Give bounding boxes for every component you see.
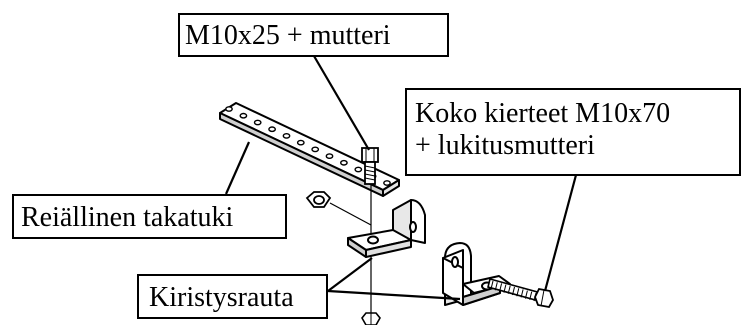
rail-hole: [253, 119, 262, 126]
leader-bolt: [313, 55, 370, 151]
clamp-bracket-1: [347, 199, 426, 258]
leader-clamp-2: [327, 289, 461, 301]
rail-hole: [311, 146, 320, 153]
bolt-thread: [503, 284, 507, 293]
label-clamp-bracket: Kiristysrauta: [137, 274, 328, 319]
bolt-thread: [490, 280, 494, 290]
label-rail-text: Reiällinen takatuki: [21, 202, 234, 233]
label-bolt-m10x25: M10x25 + mutteri: [178, 13, 449, 57]
bolt-thread: [516, 288, 520, 297]
clamp-bracket-2: [442, 242, 511, 306]
bolt-thread: [529, 291, 533, 300]
bolt-thread: [524, 290, 528, 299]
nut-axis-line: [329, 202, 372, 226]
rail-hole: [339, 159, 348, 166]
bottom-nut: [361, 312, 381, 325]
rail-hole: [239, 112, 248, 119]
rail-hole: [268, 126, 276, 133]
rail-hole: [383, 180, 391, 186]
rail-hole: [325, 153, 334, 160]
leader-threaded: [543, 174, 578, 292]
threaded-bolt-m10x70: [487, 278, 554, 308]
bolt-thread: [499, 283, 503, 292]
bolt-thread: [507, 285, 511, 294]
label-clamp-text: Kiristysrauta: [149, 282, 294, 313]
label-threaded-line-1: Koko kierteet M10x70: [415, 98, 671, 129]
rail-hole: [282, 132, 291, 139]
hex-nut: [305, 191, 332, 208]
leader-clamp-1: [327, 257, 373, 292]
bolt-thread: [494, 282, 498, 291]
leader-rail: [224, 141, 251, 195]
leader-lines: [224, 55, 578, 301]
label-bolt-text: M10x25 + mutteri: [185, 20, 391, 51]
rail-hole: [354, 166, 363, 173]
perforated-rail: [219, 102, 400, 197]
label-perforated-rail: Reiällinen takatuki: [12, 194, 287, 239]
bolt-m10x25: [361, 147, 379, 185]
rail-hole: [296, 139, 305, 146]
bolt-thread: [520, 289, 524, 298]
label-threaded-bolt: Koko kierteet M10x70 + lukitusmutteri: [405, 88, 741, 176]
label-threaded-line-2: + lukitusmutteri: [415, 130, 595, 161]
rail-hole: [225, 106, 233, 112]
bolt-thread: [512, 286, 515, 296]
